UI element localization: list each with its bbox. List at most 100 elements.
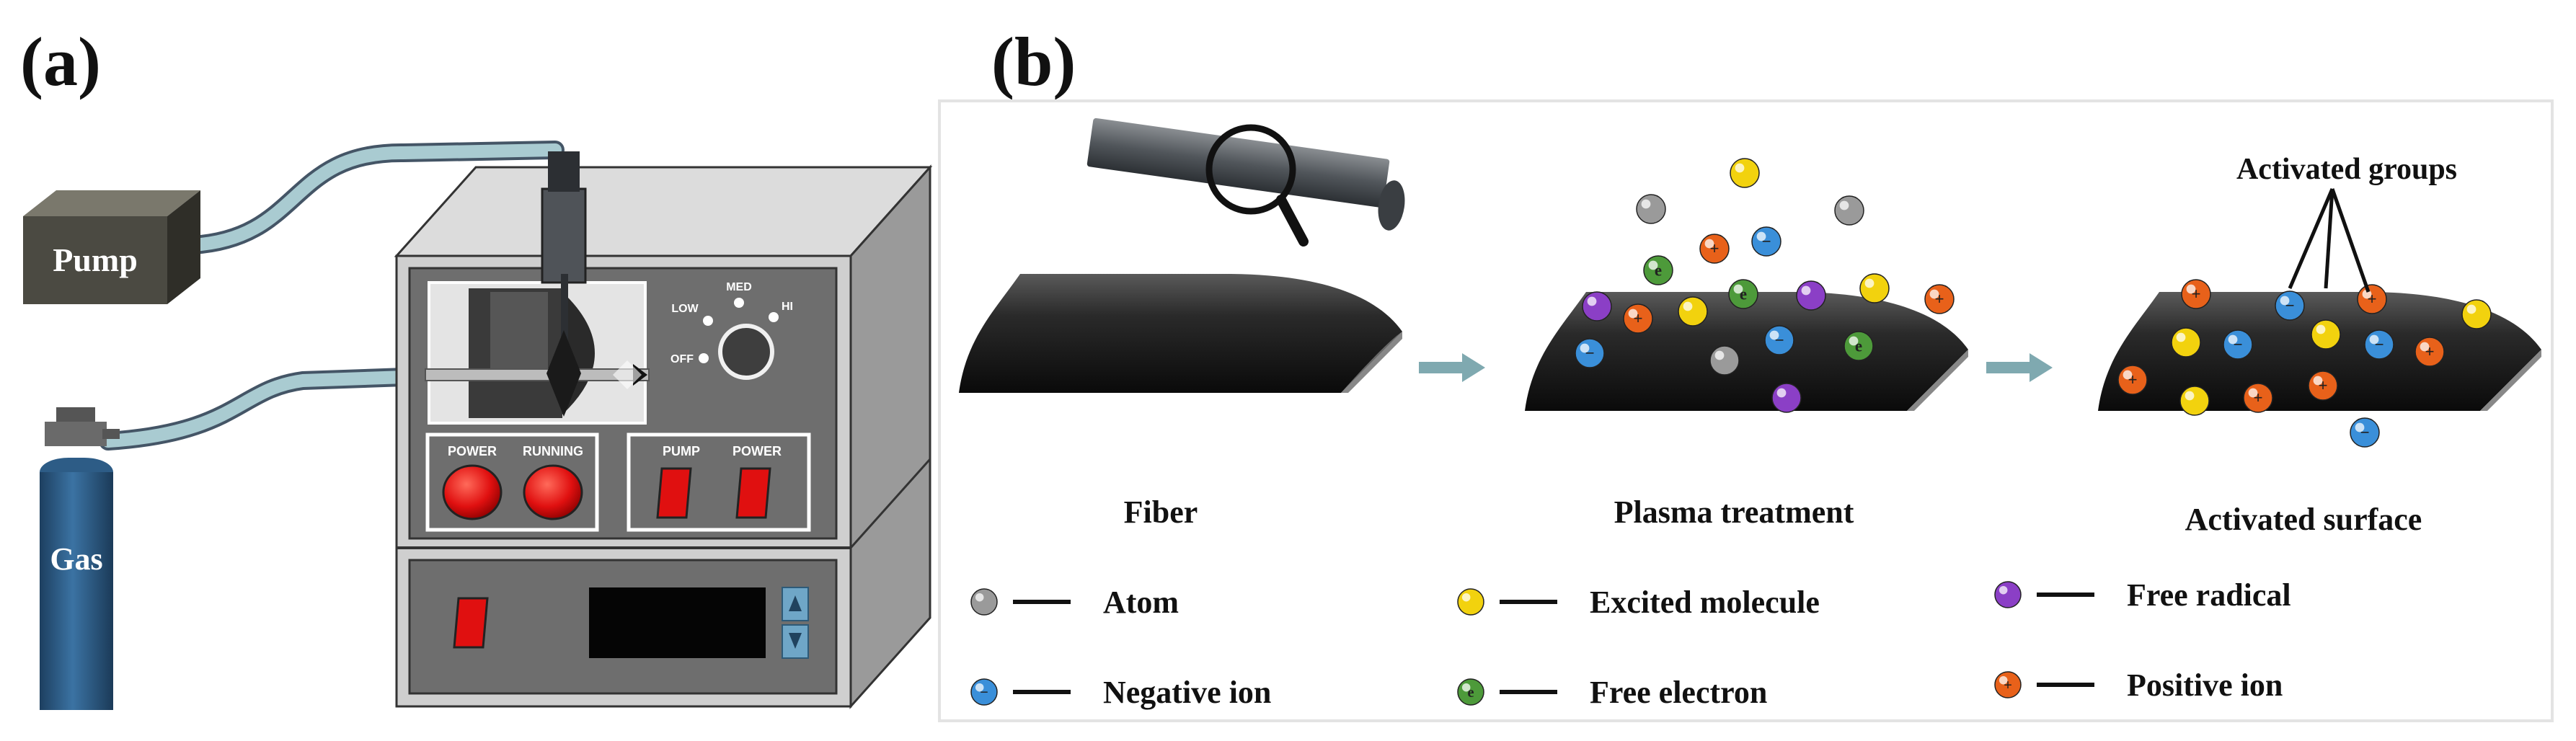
particle-atom xyxy=(1636,194,1666,224)
panel-b-label: (b) xyxy=(991,23,1076,100)
legend-item-excited: Excited molecule xyxy=(1457,585,1820,620)
plasma-particles: + − e + e + − − e xyxy=(1575,158,1955,413)
svg-text:−: − xyxy=(2233,336,2242,354)
particle-radical xyxy=(1582,291,1612,321)
legend-swatch-excited xyxy=(1457,588,1484,616)
svg-text:+: + xyxy=(2191,285,2200,303)
svg-text:+: + xyxy=(2128,371,2137,389)
legend-label-radical: Free radical xyxy=(2127,577,2291,613)
running-button-label: RUNNING xyxy=(523,444,583,458)
activated-groups-pointer xyxy=(2288,188,2371,293)
plasma-device: OFF LOW MED HI POWER RUNNING PUMP POWER xyxy=(394,151,933,709)
pump-switch[interactable] xyxy=(656,467,692,519)
pump-button-label: PUMP xyxy=(663,444,700,458)
svg-text:e: e xyxy=(1655,262,1662,280)
svg-text:−: − xyxy=(1774,332,1784,350)
legend-label-positive: Positive ion xyxy=(2127,667,2283,703)
dial-off-label: OFF xyxy=(670,353,694,365)
svg-text:+: + xyxy=(2425,343,2434,361)
particle-electron: e xyxy=(1728,279,1758,309)
right-control-group xyxy=(627,432,811,532)
power-button-label: POWER xyxy=(448,444,497,458)
particle-positive: + xyxy=(1699,234,1730,264)
activated-groups-label: Activated groups xyxy=(2236,153,2457,186)
activated-group-positive: + xyxy=(2117,365,2148,395)
particle-electron: e xyxy=(1844,331,1874,361)
legend: Atom Excited molecule Free radical − Negativ… xyxy=(970,577,2291,710)
svg-text:+: + xyxy=(2318,377,2327,395)
svg-text:e: e xyxy=(1740,285,1747,303)
activated-group-positive: + xyxy=(2181,279,2211,309)
legend-label-excited: Excited molecule xyxy=(1590,585,1820,620)
activated-group-positive: + xyxy=(2415,337,2445,367)
activated-group-positive: + xyxy=(2308,370,2338,401)
particle-excited xyxy=(1730,158,1760,188)
svg-text:−: − xyxy=(1761,233,1771,251)
svg-text:e: e xyxy=(1467,685,1474,701)
particle-negative: − xyxy=(1575,338,1605,368)
svg-text:−: − xyxy=(2360,424,2369,442)
particle-negative: − xyxy=(1751,226,1781,257)
activated-group-positive: + xyxy=(2243,383,2273,413)
svg-text:−: − xyxy=(980,685,988,701)
fiber-surface-3 xyxy=(2098,292,2541,411)
legend-swatch-radical xyxy=(1994,581,2022,608)
pump: Pump xyxy=(23,190,200,304)
panel-a-label: (a) xyxy=(20,23,101,100)
svg-text:+: + xyxy=(2004,678,2012,693)
particle-positive: + xyxy=(1623,303,1653,334)
legend-label-atom: Atom xyxy=(1103,585,1179,620)
particle-atom xyxy=(1709,345,1740,376)
activated-group-excited xyxy=(2171,327,2201,358)
power-dial[interactable] xyxy=(718,324,774,380)
svg-text:−: − xyxy=(2285,297,2294,315)
dial-low-label: LOW xyxy=(671,303,699,315)
fiber-rod-magnified xyxy=(1086,117,1405,247)
legend-label-negative: Negative ion xyxy=(1103,675,1271,710)
display-screen xyxy=(589,587,766,658)
svg-text:+: + xyxy=(2253,389,2262,407)
legend-item-atom: Atom xyxy=(970,585,1179,620)
power-switch-label: POWER xyxy=(732,444,782,458)
running-button[interactable] xyxy=(523,464,583,520)
activated-group-excited xyxy=(2461,299,2492,329)
legend-item-positive: + Positive ion xyxy=(1994,667,2283,703)
particle-positive: + xyxy=(1924,284,1955,314)
activated-group-negative: − xyxy=(2223,329,2253,360)
magnifier-icon xyxy=(1205,124,1296,215)
lower-switch[interactable] xyxy=(453,597,489,649)
particle-electron: e xyxy=(1643,255,1673,285)
svg-text:+: + xyxy=(2367,290,2376,309)
power-button[interactable] xyxy=(442,464,503,520)
legend-swatch-positive: + xyxy=(1994,671,2022,698)
svg-text:+: + xyxy=(1709,240,1719,258)
activated-group-excited xyxy=(2179,386,2210,416)
activated-group-excited xyxy=(2311,319,2341,350)
particle-radical xyxy=(1771,383,1802,413)
legend-item-negative: − Negative ion xyxy=(970,675,1271,710)
gas-tubing xyxy=(99,141,565,451)
particle-excited xyxy=(1859,273,1890,303)
gas-cylinder: Gas xyxy=(40,407,120,710)
legend-item-radical: Free radical xyxy=(1994,577,2291,613)
dial-hi-label: HI xyxy=(782,301,793,313)
legend-label-electron: Free electron xyxy=(1590,675,1767,710)
svg-text:+: + xyxy=(1934,290,1944,309)
svg-text:+: + xyxy=(1633,310,1642,328)
pump-label: Pump xyxy=(53,241,138,278)
particle-excited xyxy=(1678,296,1708,327)
gas-label: Gas xyxy=(50,541,102,577)
activated-group-negative: − xyxy=(2350,417,2380,448)
power-switch[interactable] xyxy=(735,467,771,519)
legend-swatch-atom xyxy=(970,588,998,616)
process-arrow-1 xyxy=(1419,353,1485,382)
particle-atom xyxy=(1834,195,1864,226)
particle-negative: − xyxy=(1764,325,1794,355)
activated-group-particles: +−+−−++++− xyxy=(2117,279,2492,448)
stage-fiber-label: Fiber xyxy=(1124,494,1198,530)
particle-radical xyxy=(1796,280,1826,311)
stage-activated-surface-label: Activated surface xyxy=(2185,502,2422,537)
stage-plasma-treatment-label: Plasma treatment xyxy=(1614,494,1854,530)
svg-text:−: − xyxy=(1585,345,1594,363)
